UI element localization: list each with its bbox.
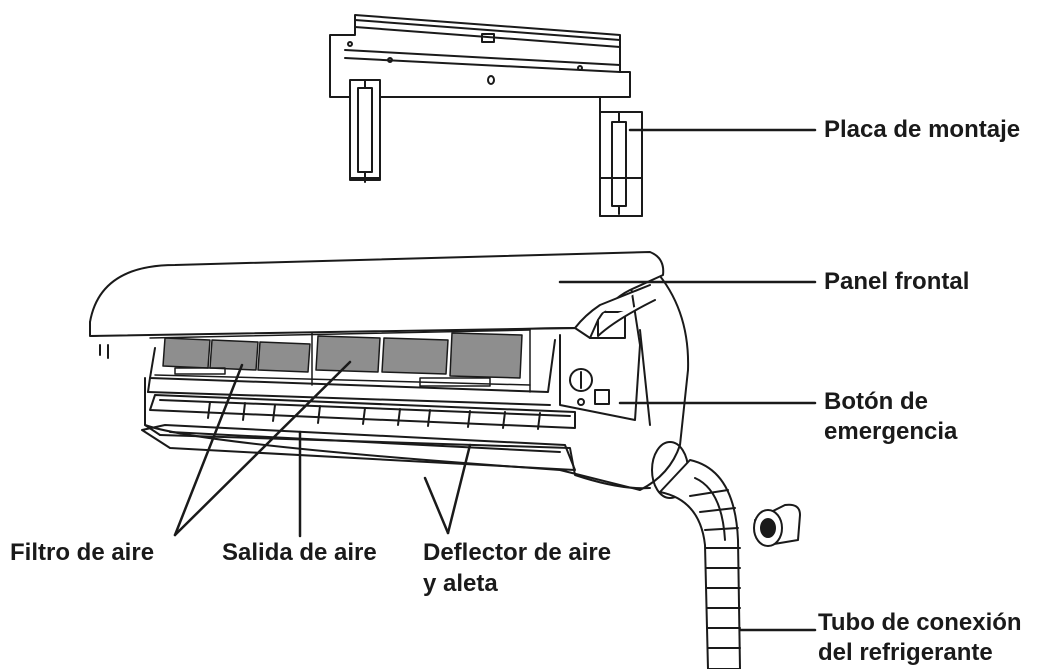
label-panel-frontal: Panel frontal [824, 268, 970, 295]
label-boton-emergencia-line2: emergencia [824, 418, 958, 445]
air-filters [162, 332, 523, 379]
label-tubo-line2: del refrigerante [818, 639, 993, 666]
label-boton-emergencia-line1: Botón de [824, 388, 928, 415]
mounting-plate [329, 14, 643, 217]
leader-lines [173, 128, 817, 632]
refrigerant-pipe [659, 459, 741, 669]
label-tubo-line1: Tubo de conexión [818, 609, 1022, 636]
front-panel [89, 251, 665, 339]
label-deflector-line2: y aleta [423, 570, 498, 597]
label-deflector-line1: Deflector de aire [423, 539, 612, 566]
tape-roll [753, 503, 801, 547]
label-filtro-de-aire: Filtro de aire [10, 539, 155, 566]
label-salida-de-aire: Salida de aire [222, 539, 377, 566]
indoor-unit [99, 269, 690, 499]
label-placa-de-montaje: Placa de montaje [824, 116, 1021, 143]
